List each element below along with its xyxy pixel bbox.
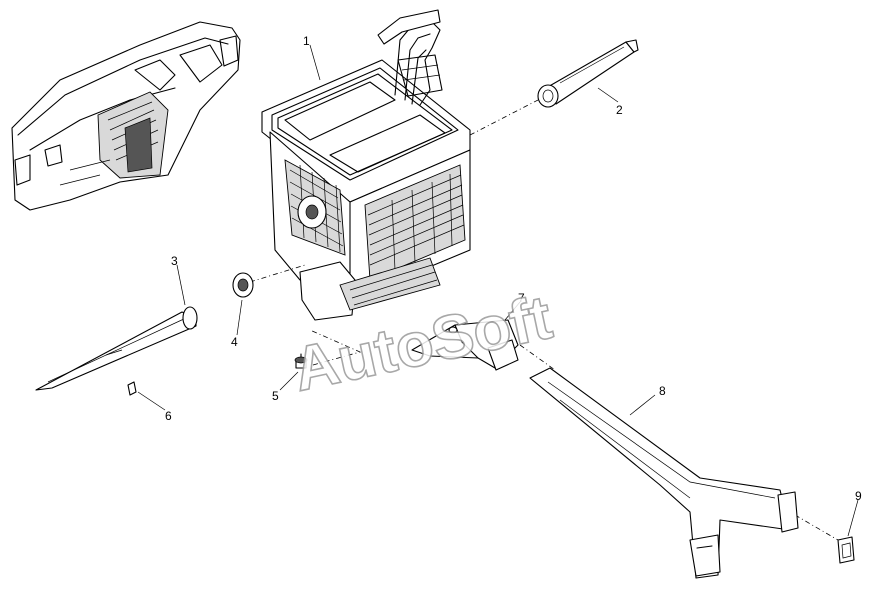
hvac-unit-part-1: [261, 9, 471, 321]
callout-2: 2: [616, 103, 623, 117]
clip-part-6: [127, 381, 137, 396]
callout-6: 6: [165, 409, 172, 423]
dashboard-context: [11, 21, 241, 211]
callout-9: 9: [855, 489, 862, 503]
leader-lines: [249, 99, 839, 541]
callout-labels: 1 2 3 4 5 6 7 8 9: [165, 34, 862, 503]
grommet-part-4: [232, 272, 254, 298]
callout-7: 7: [518, 291, 525, 305]
callout-leaders: [137, 44, 859, 537]
callout-5: 5: [272, 389, 279, 403]
callout-4: 4: [231, 335, 238, 349]
duct-part-3: [35, 306, 198, 391]
callout-1: 1: [303, 34, 310, 48]
callout-8: 8: [659, 384, 666, 398]
duct-tube-part-2: [537, 39, 639, 108]
plate-part-9: [837, 536, 855, 564]
rear-duct-part-8: [529, 367, 799, 579]
floor-duct-part-7: [411, 319, 519, 371]
callout-3: 3: [171, 254, 178, 268]
screw-part-5: [294, 353, 308, 369]
